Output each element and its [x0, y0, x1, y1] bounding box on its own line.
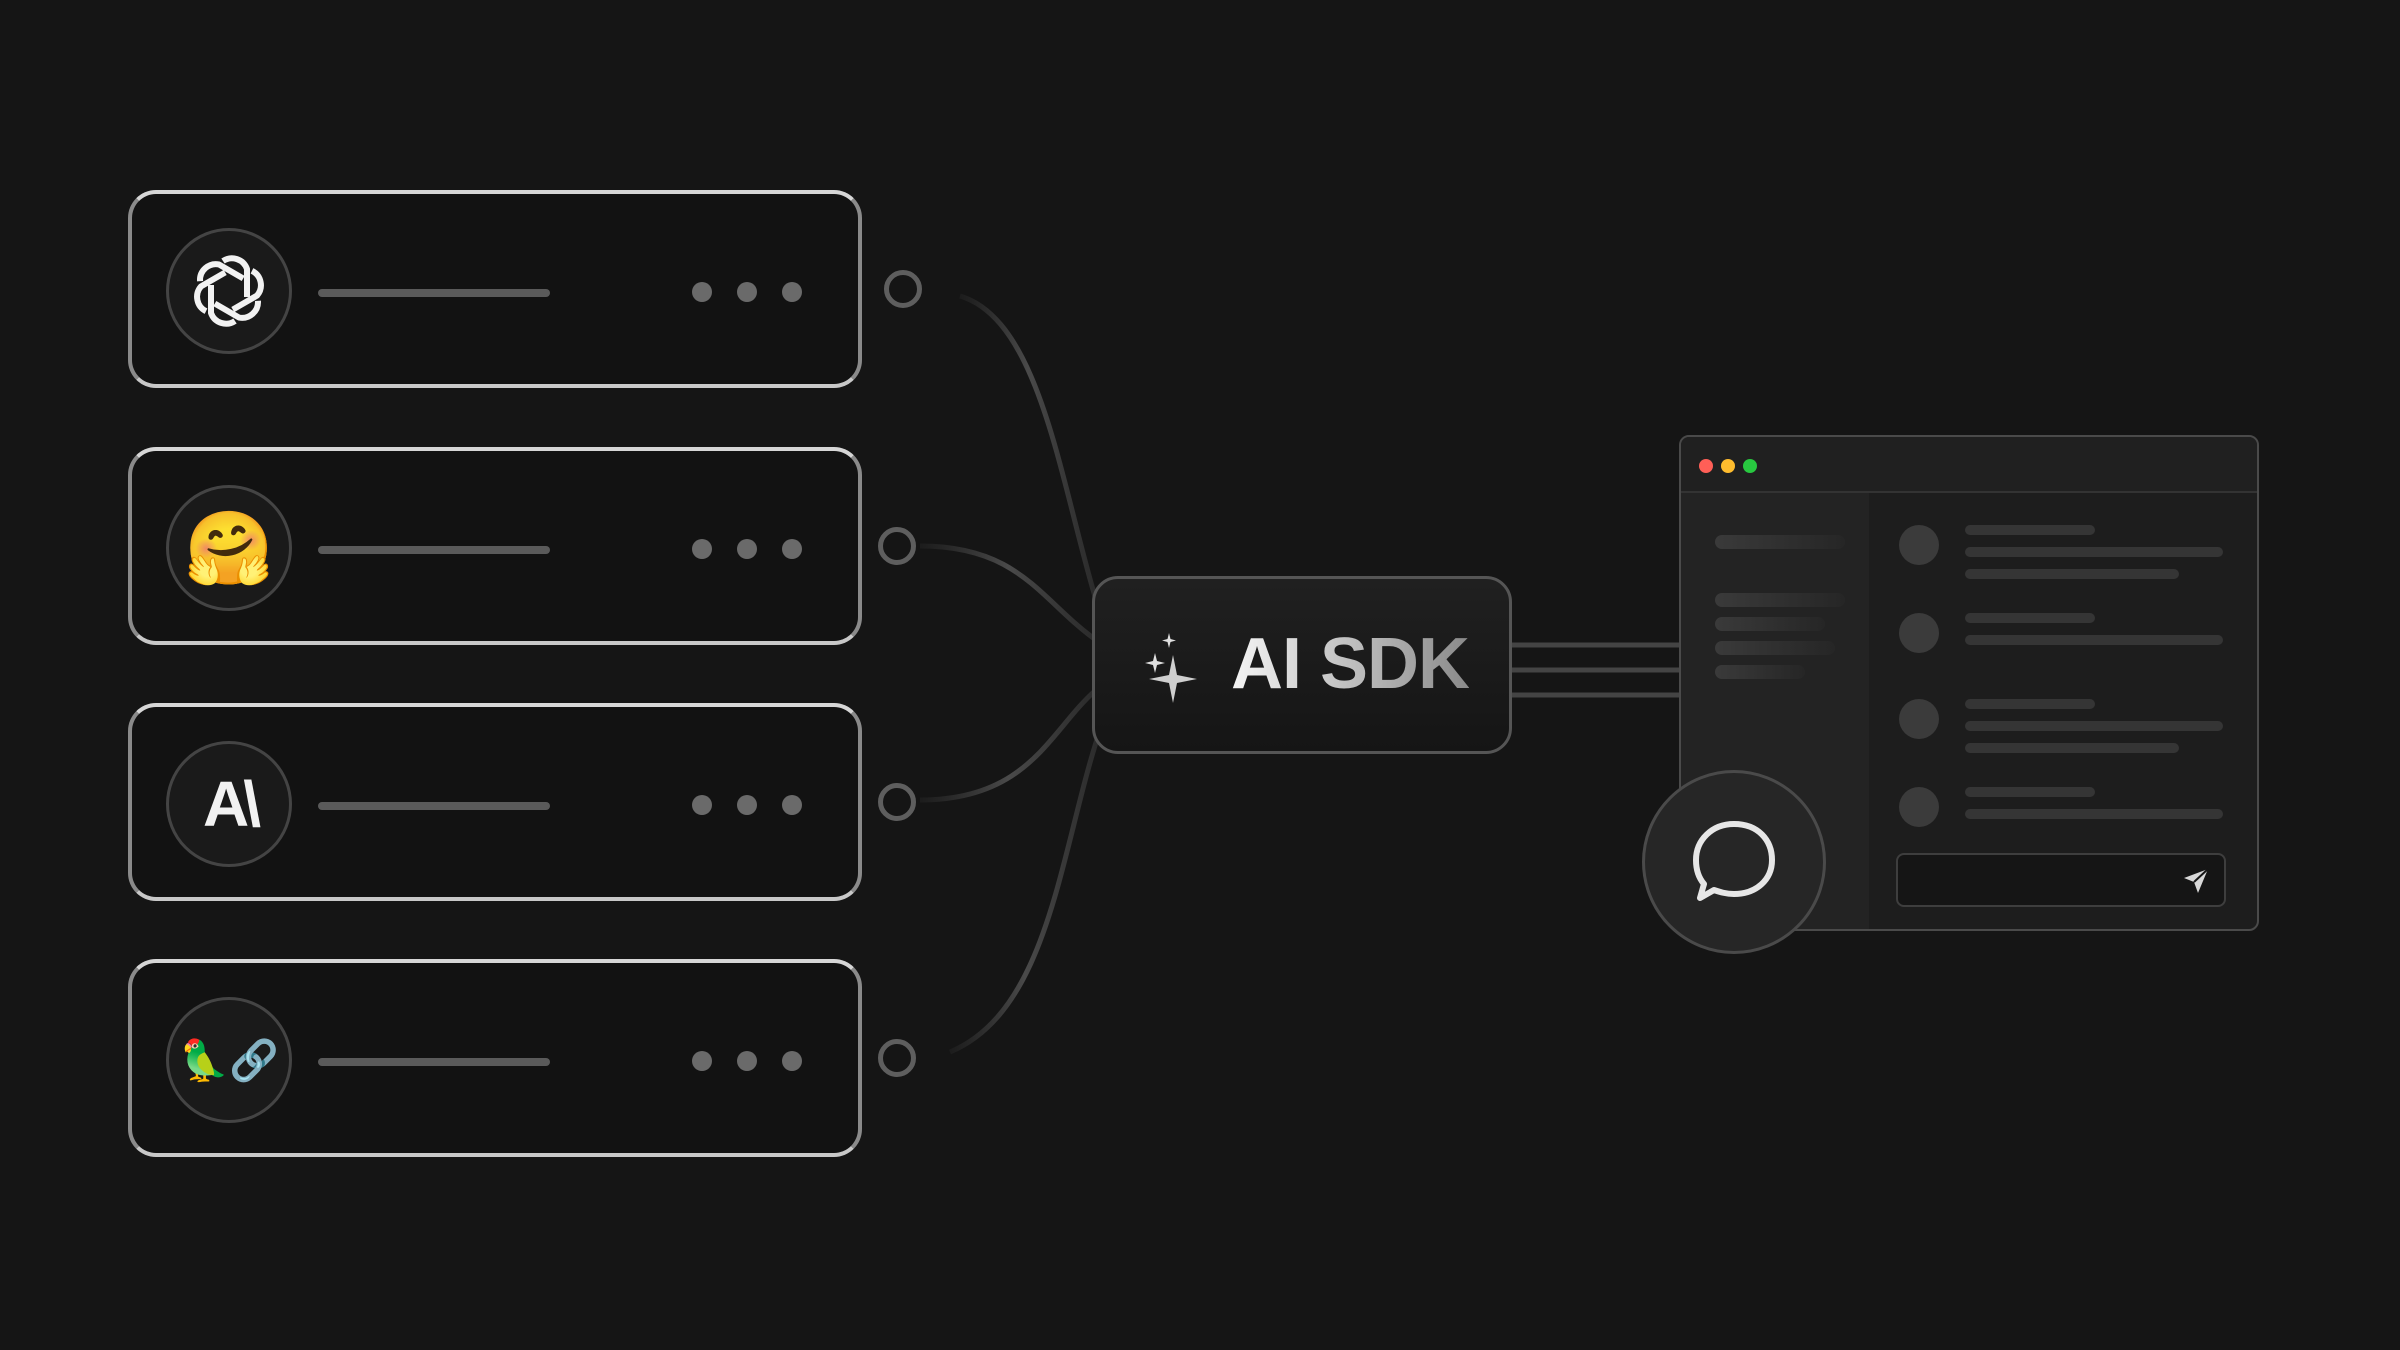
connector-langchain: [949, 729, 1103, 1055]
minimize-dot[interactable]: [1721, 459, 1735, 473]
provider-card-anthropic: A\: [128, 703, 862, 901]
sidebar-item[interactable]: [1715, 535, 1845, 549]
close-dot[interactable]: [1699, 459, 1713, 473]
send-icon[interactable]: [2182, 867, 2210, 895]
avatar: [1899, 613, 1939, 653]
chat-bubble-button[interactable]: [1642, 770, 1826, 954]
message-line: [1965, 699, 2095, 709]
output-port-anthropic: [878, 783, 916, 821]
output-port-openai: [884, 270, 922, 308]
message-line: [1965, 613, 2095, 623]
connector-anthropic: [919, 688, 1098, 803]
chat-bubble-icon: [1693, 821, 1775, 901]
message-line: [1965, 635, 2223, 645]
ai-sdk-title: AI SDK: [1231, 624, 1470, 704]
provider-card-openai: [128, 190, 862, 388]
chat-app-window: [1679, 435, 2259, 931]
sidebar-item[interactable]: [1715, 593, 1845, 607]
placeholder-line: [318, 1058, 550, 1066]
sidebar-item[interactable]: [1715, 665, 1805, 679]
output-port-huggingface: [878, 527, 916, 565]
connector-openai: [959, 293, 1099, 601]
message-line: [1965, 547, 2223, 557]
placeholder-line: [318, 546, 550, 554]
chat-input[interactable]: [1896, 853, 2226, 907]
connector-huggingface: [919, 543, 1098, 643]
provider-card-langchain: 🦜🔗: [128, 959, 862, 1157]
window-titlebar: [1681, 437, 2257, 493]
output-port-langchain: [878, 1039, 916, 1077]
avatar: [1899, 699, 1939, 739]
maximize-dot[interactable]: [1743, 459, 1757, 473]
message-line: [1965, 569, 2179, 579]
sparkles-icon: [1145, 633, 1197, 703]
sidebar-item[interactable]: [1715, 641, 1835, 655]
placeholder-line: [318, 802, 550, 810]
message-line: [1965, 721, 2223, 731]
sidebar-item[interactable]: [1715, 617, 1825, 631]
provider-card-huggingface: 🤗: [128, 447, 862, 645]
message-line: [1965, 743, 2179, 753]
ai-sdk-box: AI SDK: [1092, 576, 1512, 754]
app-sidebar: [1681, 493, 1869, 929]
anthropic-logo-icon: A\: [166, 741, 292, 867]
openai-logo-icon: [166, 228, 292, 354]
langchain-logo-icon: 🦜🔗: [166, 997, 292, 1123]
placeholder-line: [318, 289, 550, 297]
hugging-face-emoji-icon: 🤗: [166, 485, 292, 611]
message-line: [1965, 787, 2095, 797]
message-line: [1965, 809, 2223, 819]
message-line: [1965, 525, 2095, 535]
avatar: [1899, 525, 1939, 565]
avatar: [1899, 787, 1939, 827]
